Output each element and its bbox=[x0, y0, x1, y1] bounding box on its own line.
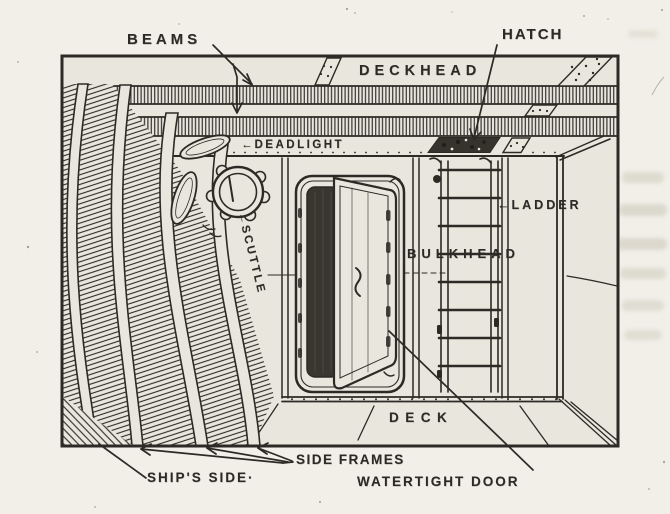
deadlight-glass bbox=[170, 171, 198, 225]
label-hatch: HATCH bbox=[502, 26, 564, 43]
deckhead-beams bbox=[63, 85, 617, 137]
ships-side-pointer bbox=[98, 443, 147, 479]
label-bulkhead: BULKHEAD bbox=[407, 246, 520, 261]
bulkhead-stiffeners bbox=[267, 156, 617, 400]
bleed-smudge bbox=[628, 30, 658, 38]
label-ladder-text: LADDER bbox=[511, 198, 582, 212]
watertight-door-pointer bbox=[388, 330, 534, 471]
door-handle bbox=[354, 267, 362, 297]
label-deckhead: DECKHEAD bbox=[359, 63, 482, 79]
beams-pointer bbox=[212, 44, 253, 113]
hatch-opening bbox=[427, 137, 501, 153]
left-arrow-icon: ← bbox=[235, 211, 250, 226]
label-watertight-door: WATERTIGHT DOOR bbox=[357, 474, 520, 489]
pointer-lines bbox=[98, 44, 534, 479]
hatch-pointer bbox=[473, 44, 498, 139]
door-dogs bbox=[298, 208, 391, 358]
bleed-smudge bbox=[622, 300, 664, 311]
label-side-frames: SIDE FRAMES bbox=[296, 452, 405, 467]
bleed-smudge bbox=[622, 172, 664, 183]
label-deadlight-text: DEADLIGHT bbox=[254, 139, 345, 151]
bleed-smudge bbox=[620, 268, 666, 279]
left-arrow-icon: ← bbox=[241, 139, 253, 151]
label-deadlight: ←DEADLIGHT bbox=[241, 139, 344, 151]
bleed-smudge bbox=[617, 238, 667, 250]
ladder-graphic bbox=[429, 157, 502, 393]
deadlight-hinge bbox=[202, 224, 222, 238]
side-frames-pointers bbox=[140, 447, 293, 464]
scuttle-ring bbox=[205, 164, 271, 222]
label-deck: DECK bbox=[389, 410, 454, 425]
left-arrow-icon: ← bbox=[497, 198, 510, 212]
scuttle-assembly bbox=[170, 134, 271, 238]
bleed-smudge bbox=[619, 204, 667, 216]
bleed-smudge bbox=[624, 330, 662, 340]
label-ships-side: SHIP'S SIDE· bbox=[147, 470, 255, 485]
panel-border bbox=[60, 54, 620, 448]
deck bbox=[249, 396, 617, 445]
label-beams: BEAMS bbox=[127, 31, 202, 48]
interior-art bbox=[63, 57, 617, 445]
label-ladder: ←LADDER bbox=[497, 198, 582, 212]
paper-speckles bbox=[17, 7, 666, 508]
strap-rivets bbox=[319, 57, 601, 149]
watertight-door bbox=[294, 174, 406, 394]
deadlight-plate bbox=[179, 134, 231, 160]
